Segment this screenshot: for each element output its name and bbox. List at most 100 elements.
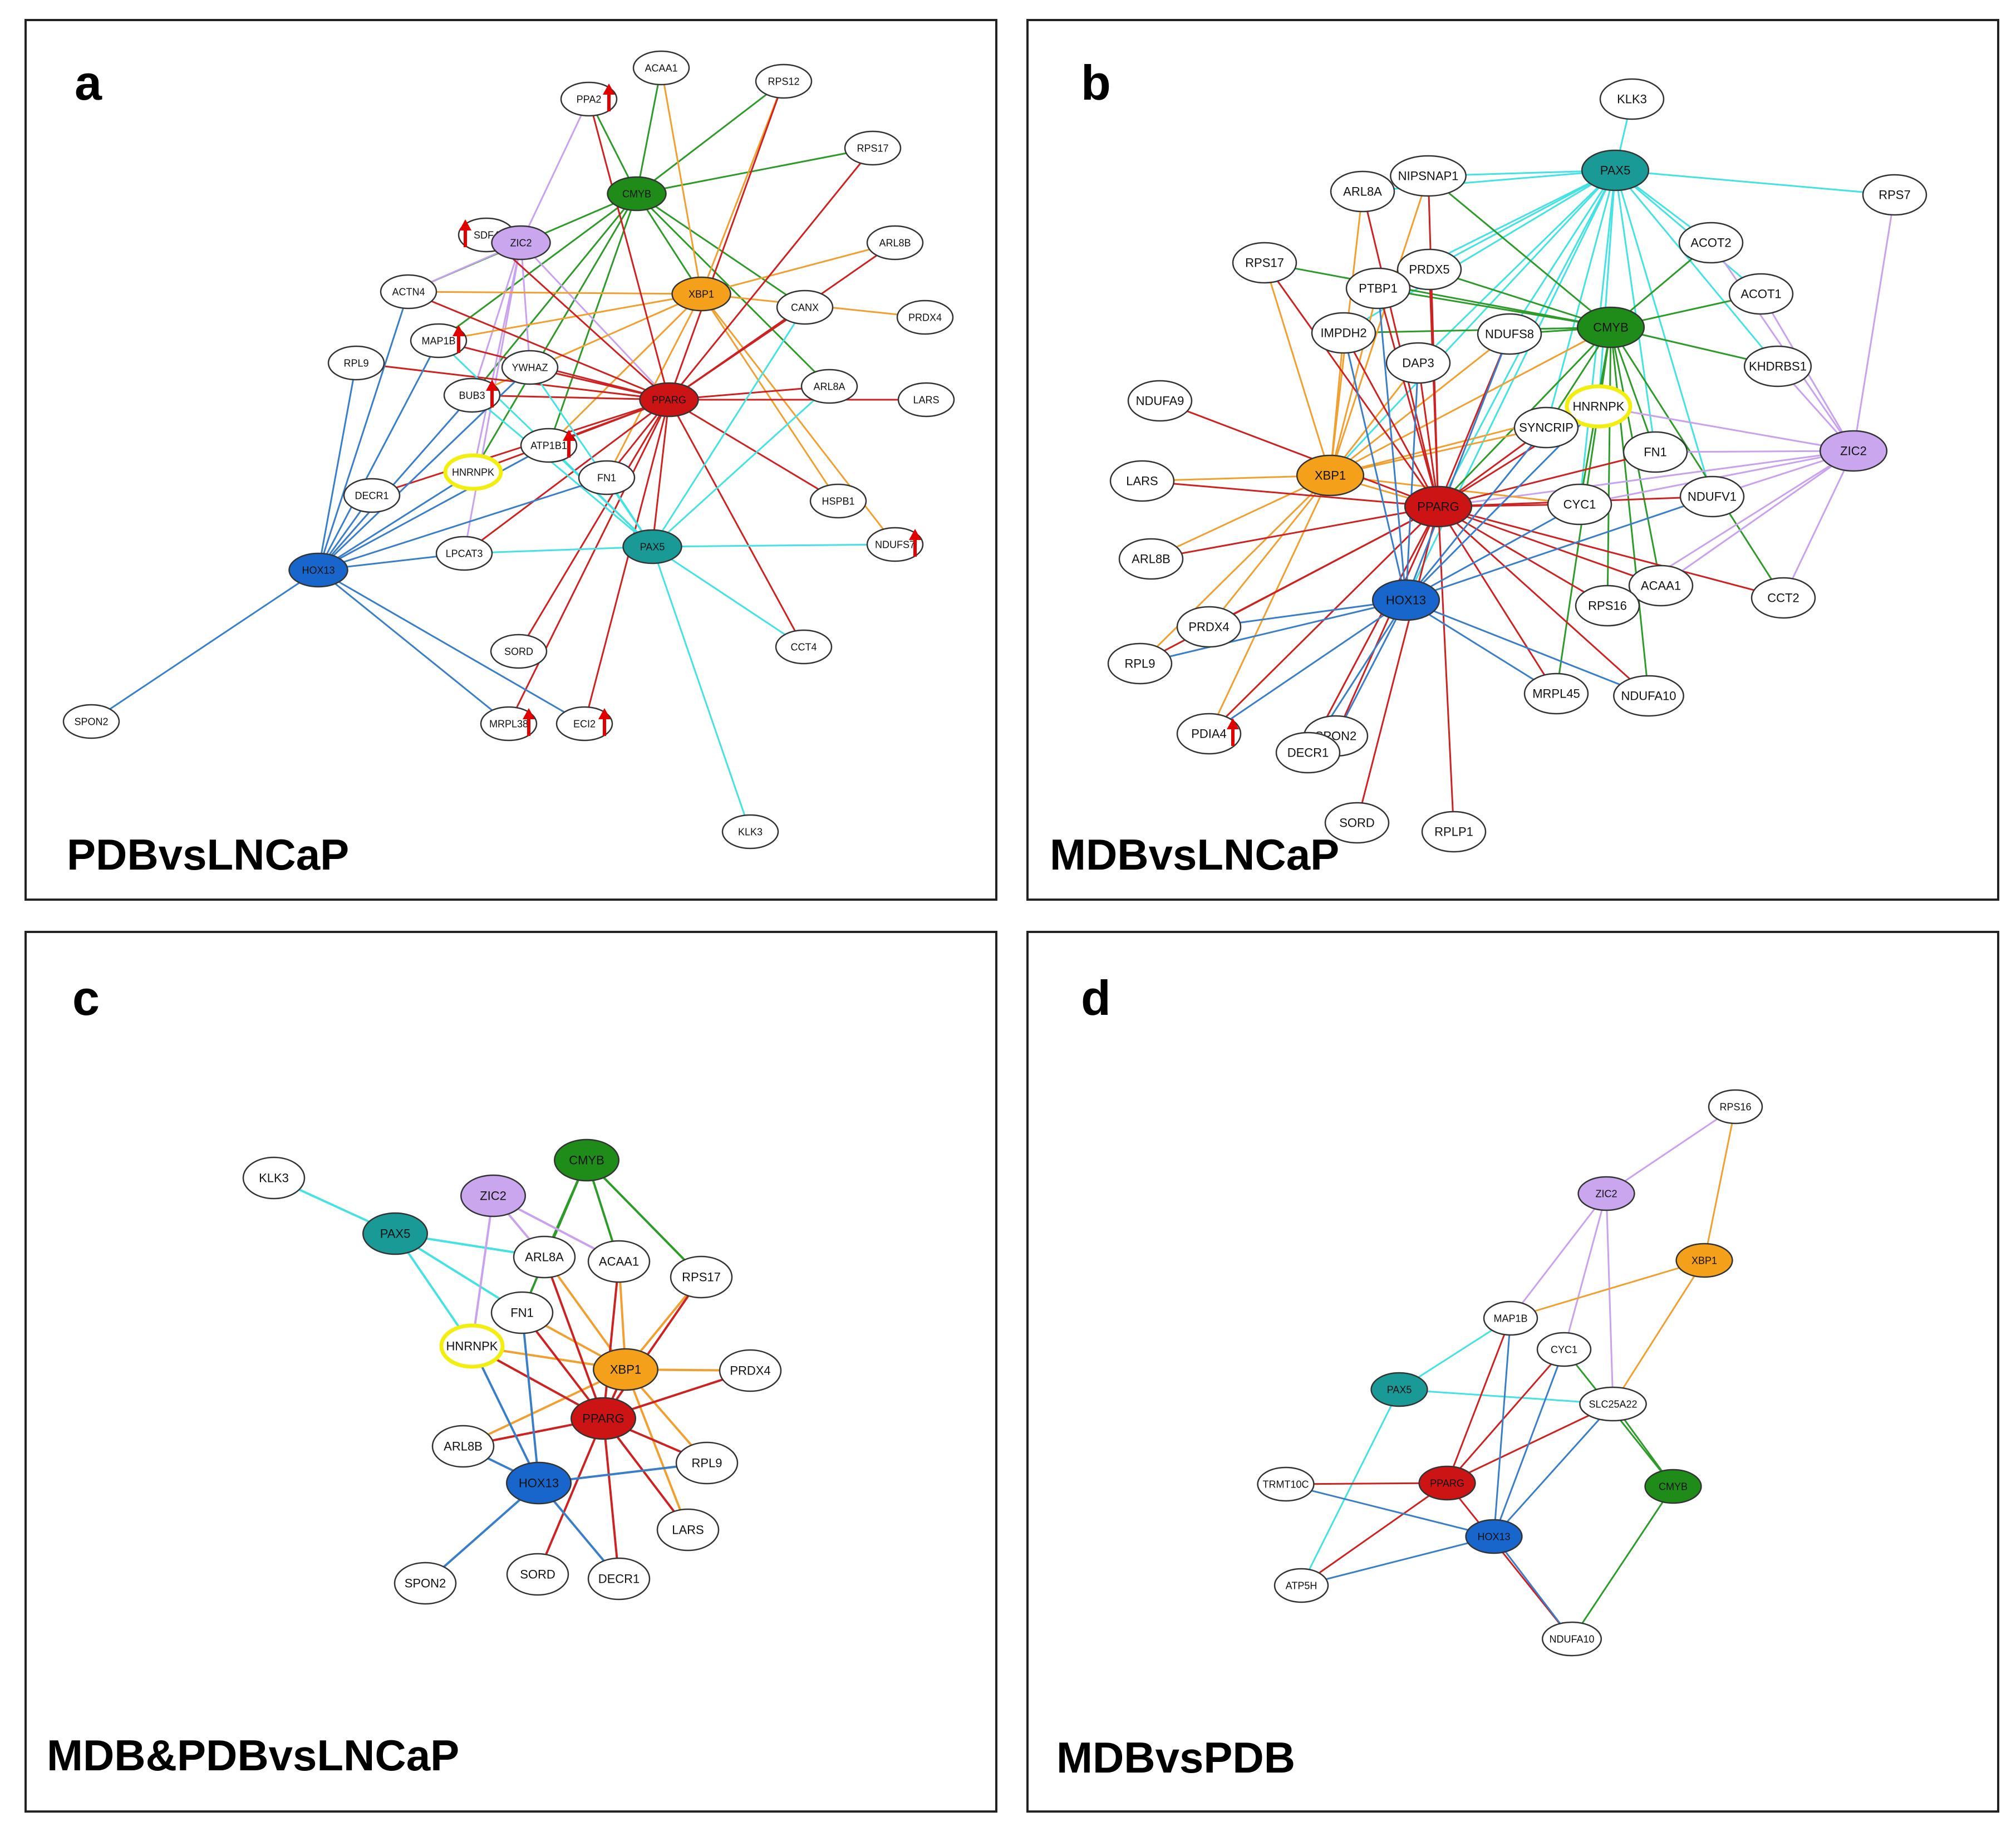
edge-pparg-actn4	[408, 291, 670, 401]
node-ellipse	[1547, 483, 1612, 526]
node-rps12: RPS12	[755, 63, 813, 99]
node-label: SYNCRIP	[1519, 421, 1574, 435]
node-ellipse	[1418, 1465, 1476, 1501]
node-ellipse	[671, 276, 731, 312]
edge-zic2-hnrnpk	[471, 1195, 494, 1347]
node-ellipse	[1575, 585, 1640, 627]
edge-cmyb-impdh2	[1343, 326, 1611, 334]
node-sord: SORD	[506, 1553, 569, 1596]
node-label: TRMT10C	[1262, 1479, 1309, 1490]
node-hox13: HOX13	[288, 552, 348, 588]
node-pparg: PPARG	[571, 1397, 636, 1440]
node-hnrnpk: HNRNPK	[443, 453, 503, 491]
node-ellipse	[343, 478, 401, 513]
edge-cmyb-rps17	[1264, 262, 1611, 328]
node-label: XBP1	[1692, 1255, 1717, 1266]
node-label: ACAA1	[645, 62, 677, 73]
node-ellipse	[587, 1557, 651, 1601]
edge-xbp1-impdh2	[1329, 332, 1345, 476]
node-label: RPS17	[682, 1270, 721, 1284]
node-ellipse	[1296, 454, 1365, 497]
edge-xbp1-rpl9	[1139, 474, 1331, 665]
node-spon2: SPON2	[62, 704, 120, 739]
node-ellipse	[435, 536, 493, 571]
node-lars: LARS	[1109, 460, 1175, 502]
red-up-arrow-icon	[598, 708, 611, 736]
node-cmyb: CMYB	[554, 1138, 619, 1182]
edge-pparg-rps16	[1438, 505, 1608, 607]
edge-pparg-slc25a22	[1447, 1403, 1614, 1484]
edge-pparg-sord	[1356, 506, 1439, 823]
edge-pax5-ndufs8	[1508, 170, 1616, 335]
node-arl8b: ARL8B	[1118, 538, 1184, 580]
edge-cmyb-arl8a	[636, 193, 830, 387]
edge-xbp1-rps17	[1263, 262, 1331, 476]
node-xbp1: XBP1	[1675, 1243, 1733, 1278]
panel-label-c: MDB&PDBvsLNCaP	[47, 1731, 460, 1780]
node-lpcat3: LPCAT3	[435, 536, 493, 571]
edge-zic2-cct2	[1782, 450, 1855, 598]
node-ellipse	[1536, 1332, 1592, 1367]
edge-xbp1-arl8b	[463, 1368, 626, 1447]
edge-pparg-ndufa9	[1159, 400, 1439, 508]
node-xbp1: XBP1	[671, 276, 731, 312]
node-label: CCT2	[1767, 591, 1799, 605]
node-label: NDUFA10	[1549, 1633, 1594, 1644]
node-nipsnap1: NIPSNAP1	[1390, 155, 1467, 197]
node-ellipse	[1577, 1176, 1635, 1211]
edge-zic2-ywhaz	[520, 242, 531, 368]
node-rplp1: RPLP1	[1421, 811, 1487, 853]
edge-pax5-bub3	[471, 394, 653, 548]
edge-pax5-hox13	[1405, 170, 1616, 601]
node-rps17: RPS17	[844, 130, 902, 166]
node-label: KLK3	[1617, 92, 1647, 106]
node-ellipse	[593, 1348, 658, 1391]
red-up-arrow-icon	[459, 219, 471, 247]
node-label: PPARG	[1417, 500, 1459, 514]
node-label: CMYB	[1593, 321, 1629, 335]
node-label: LARS	[913, 394, 939, 405]
panel-label-a: PDBvsLNCaP	[67, 830, 350, 879]
node-impdh2: IMPDH2	[1311, 312, 1376, 354]
edge-pparg-rps17	[602, 1276, 702, 1420]
node-label: RPS7	[1879, 188, 1910, 202]
node-label: CANX	[791, 302, 819, 313]
edge-cmyb-canx	[636, 193, 805, 308]
node-sord: SORD	[1324, 802, 1390, 844]
node-label: NDUFA9	[1136, 394, 1184, 408]
edge-xbp1-prdx4	[1208, 475, 1331, 627]
edge-pparg-hspb1	[668, 399, 839, 502]
edge-hox13-mrpl45	[1405, 599, 1557, 695]
node-label: CMYB	[622, 188, 651, 199]
edge-hox13-mrpl38	[318, 569, 509, 725]
panel-label-d: MDBvsPDB	[1056, 1733, 1296, 1782]
node-ellipse	[62, 704, 120, 739]
node-label: HOX13	[1386, 593, 1426, 607]
edge-pparg-mrpl45	[1437, 506, 1557, 694]
node-label: RPS17	[857, 143, 888, 154]
edge-hox13-ndufs8	[1405, 333, 1511, 601]
node-ellipse	[394, 1562, 457, 1605]
edges-layer	[1139, 99, 1896, 832]
edge-pparg-arl8a	[543, 1256, 604, 1419]
edge-xbp1-map1b	[1510, 1259, 1705, 1319]
edge-pparg-rps17	[668, 148, 874, 400]
node-fn1: FN1	[490, 1291, 554, 1334]
node-rps17: RPS17	[1232, 242, 1297, 284]
node-dap3: DAP3	[1385, 342, 1451, 384]
node-atp5h: ATP5H	[1273, 1568, 1329, 1603]
node-label: RPL9	[343, 357, 368, 369]
node-klk3: KLK3	[1599, 78, 1665, 120]
edge-pparg-decr1	[602, 1418, 620, 1579]
node-cyc1: CYC1	[1536, 1332, 1592, 1367]
node-label: SPON2	[74, 716, 108, 727]
edge-xbp1-hspb1	[700, 293, 839, 502]
edge-xbp1-cmyb	[1330, 326, 1611, 477]
node-rps7: RPS7	[1862, 174, 1928, 216]
edge-pparg-canx	[668, 306, 805, 401]
node-ellipse	[490, 1291, 554, 1334]
node-pparg: PPARG	[1418, 1465, 1476, 1501]
edge-hox13-ndufa10	[1493, 1536, 1573, 1639]
